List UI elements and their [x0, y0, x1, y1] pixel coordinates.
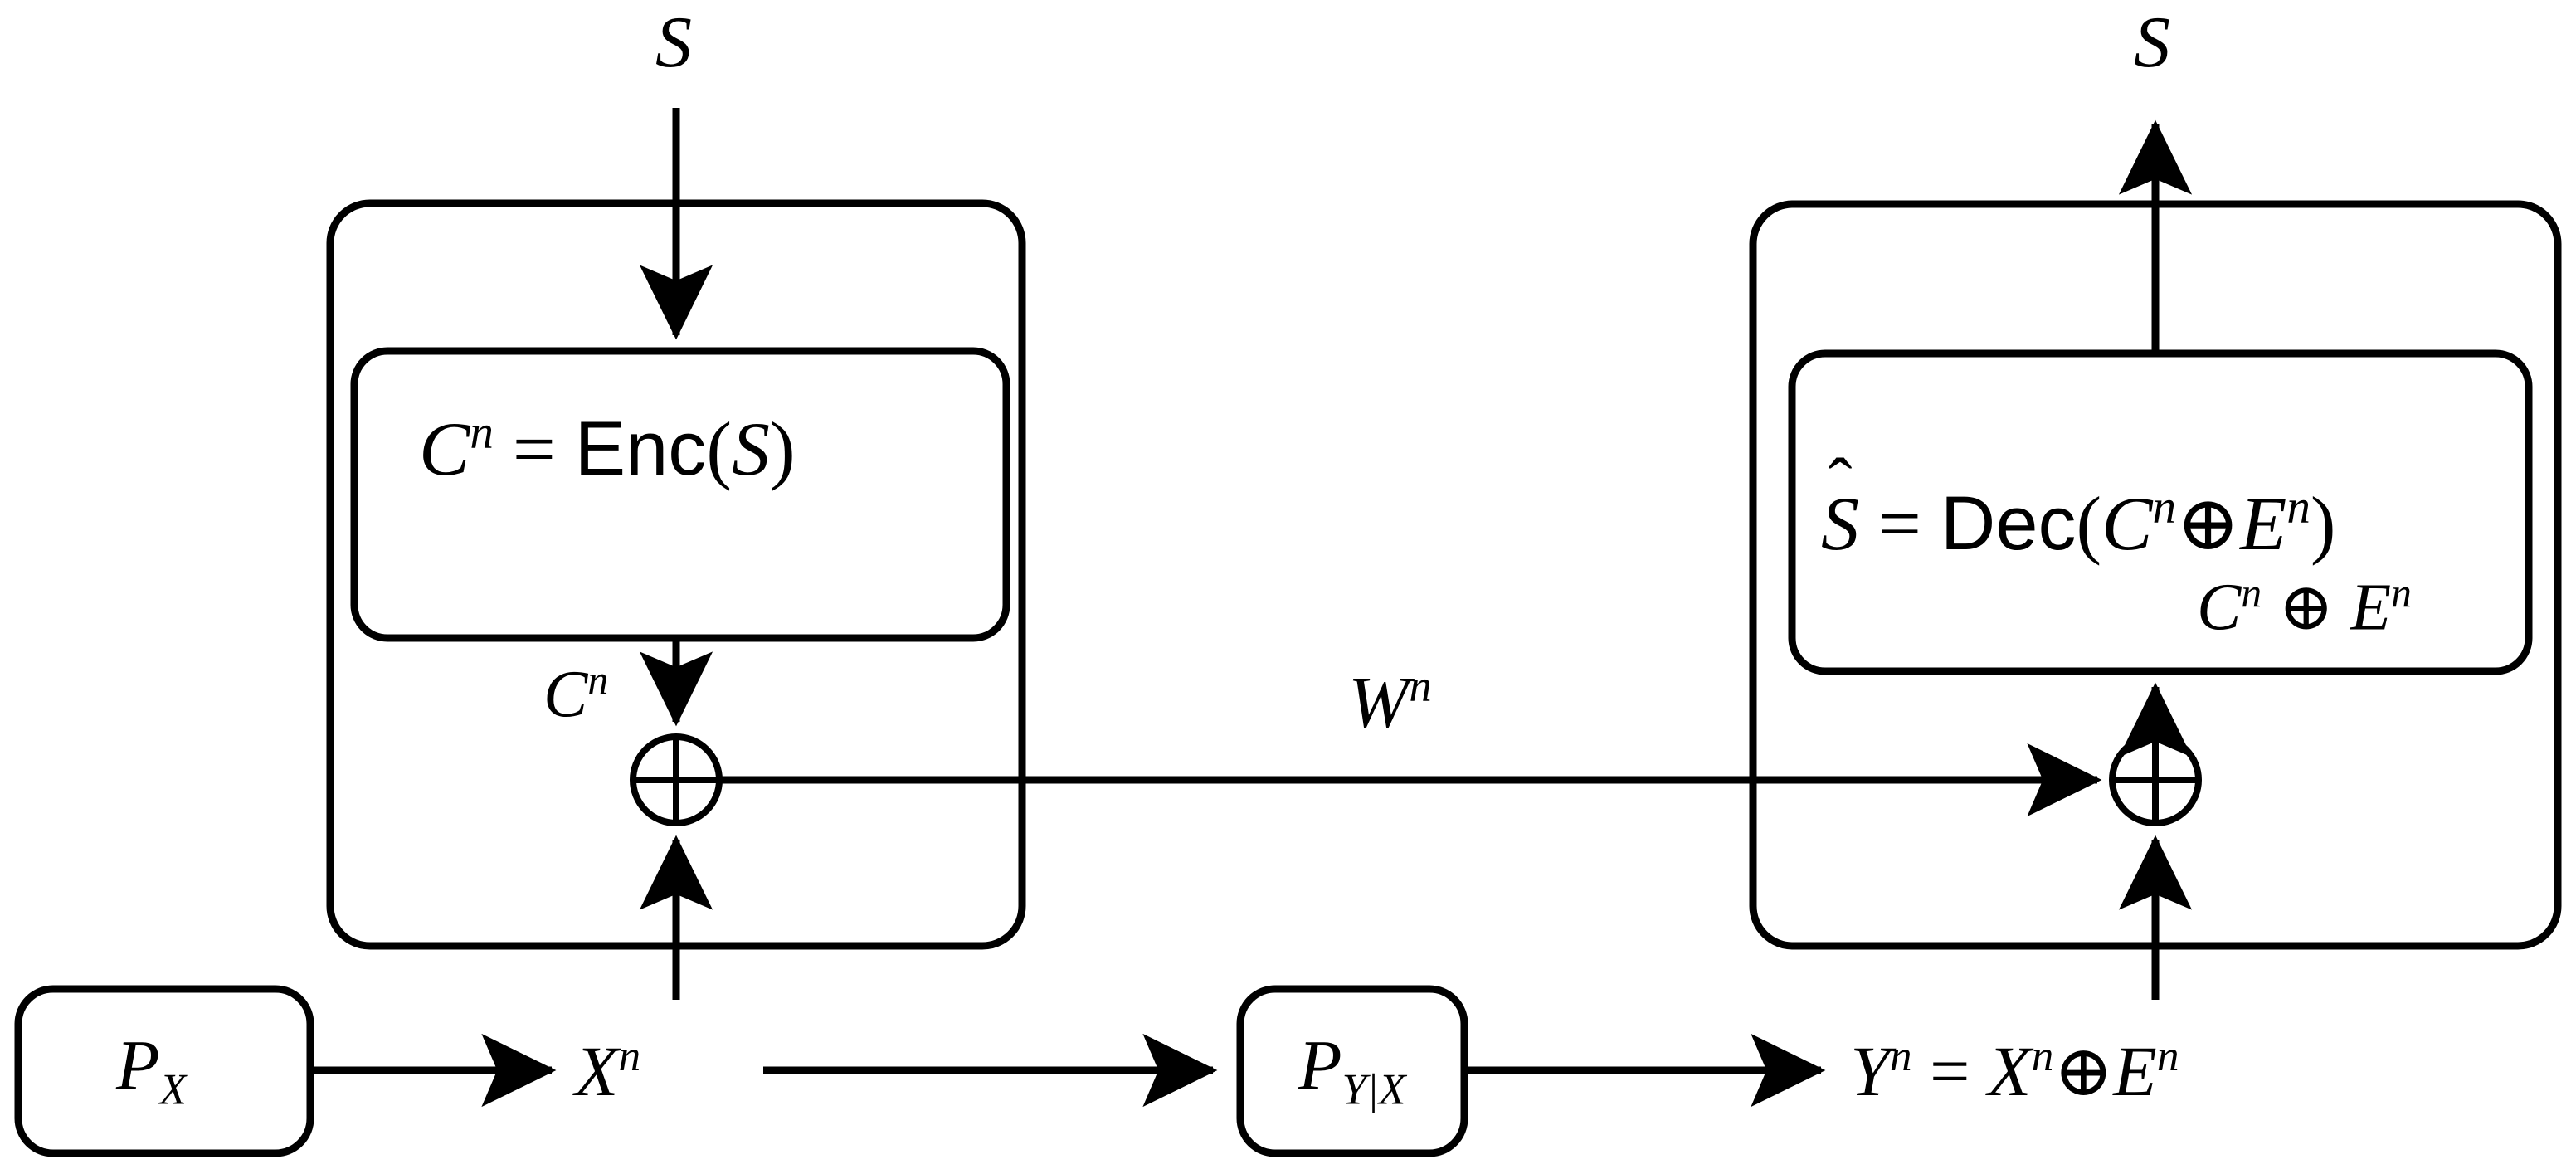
encoder-xor-icon: [630, 733, 723, 826]
label-public-message: Wn: [1348, 660, 1432, 743]
label-channel-output: Yn = Xn⊕En: [1850, 1030, 2179, 1111]
label-codeword: Cn: [543, 657, 609, 732]
label-source-output: ̂S: [2134, 2, 2170, 83]
label-decoder-xor: Cn ⊕ En: [2197, 570, 2412, 645]
label-source-input: S: [655, 2, 692, 83]
decoder-formula-box: [1788, 349, 2533, 675]
encoder-formula-text: Cn = Enc(S): [419, 406, 796, 491]
decoder-xor-icon: [2109, 733, 2202, 826]
label-channel-input: Xn: [575, 1030, 641, 1111]
channel-text: PY|X: [1298, 1025, 1406, 1114]
encoder-formula-box: [350, 347, 1010, 642]
input-dist-text: PX: [116, 1025, 187, 1114]
decoder-formula-text: ̂S = Dec(Cn⊕En): [1821, 480, 2336, 566]
